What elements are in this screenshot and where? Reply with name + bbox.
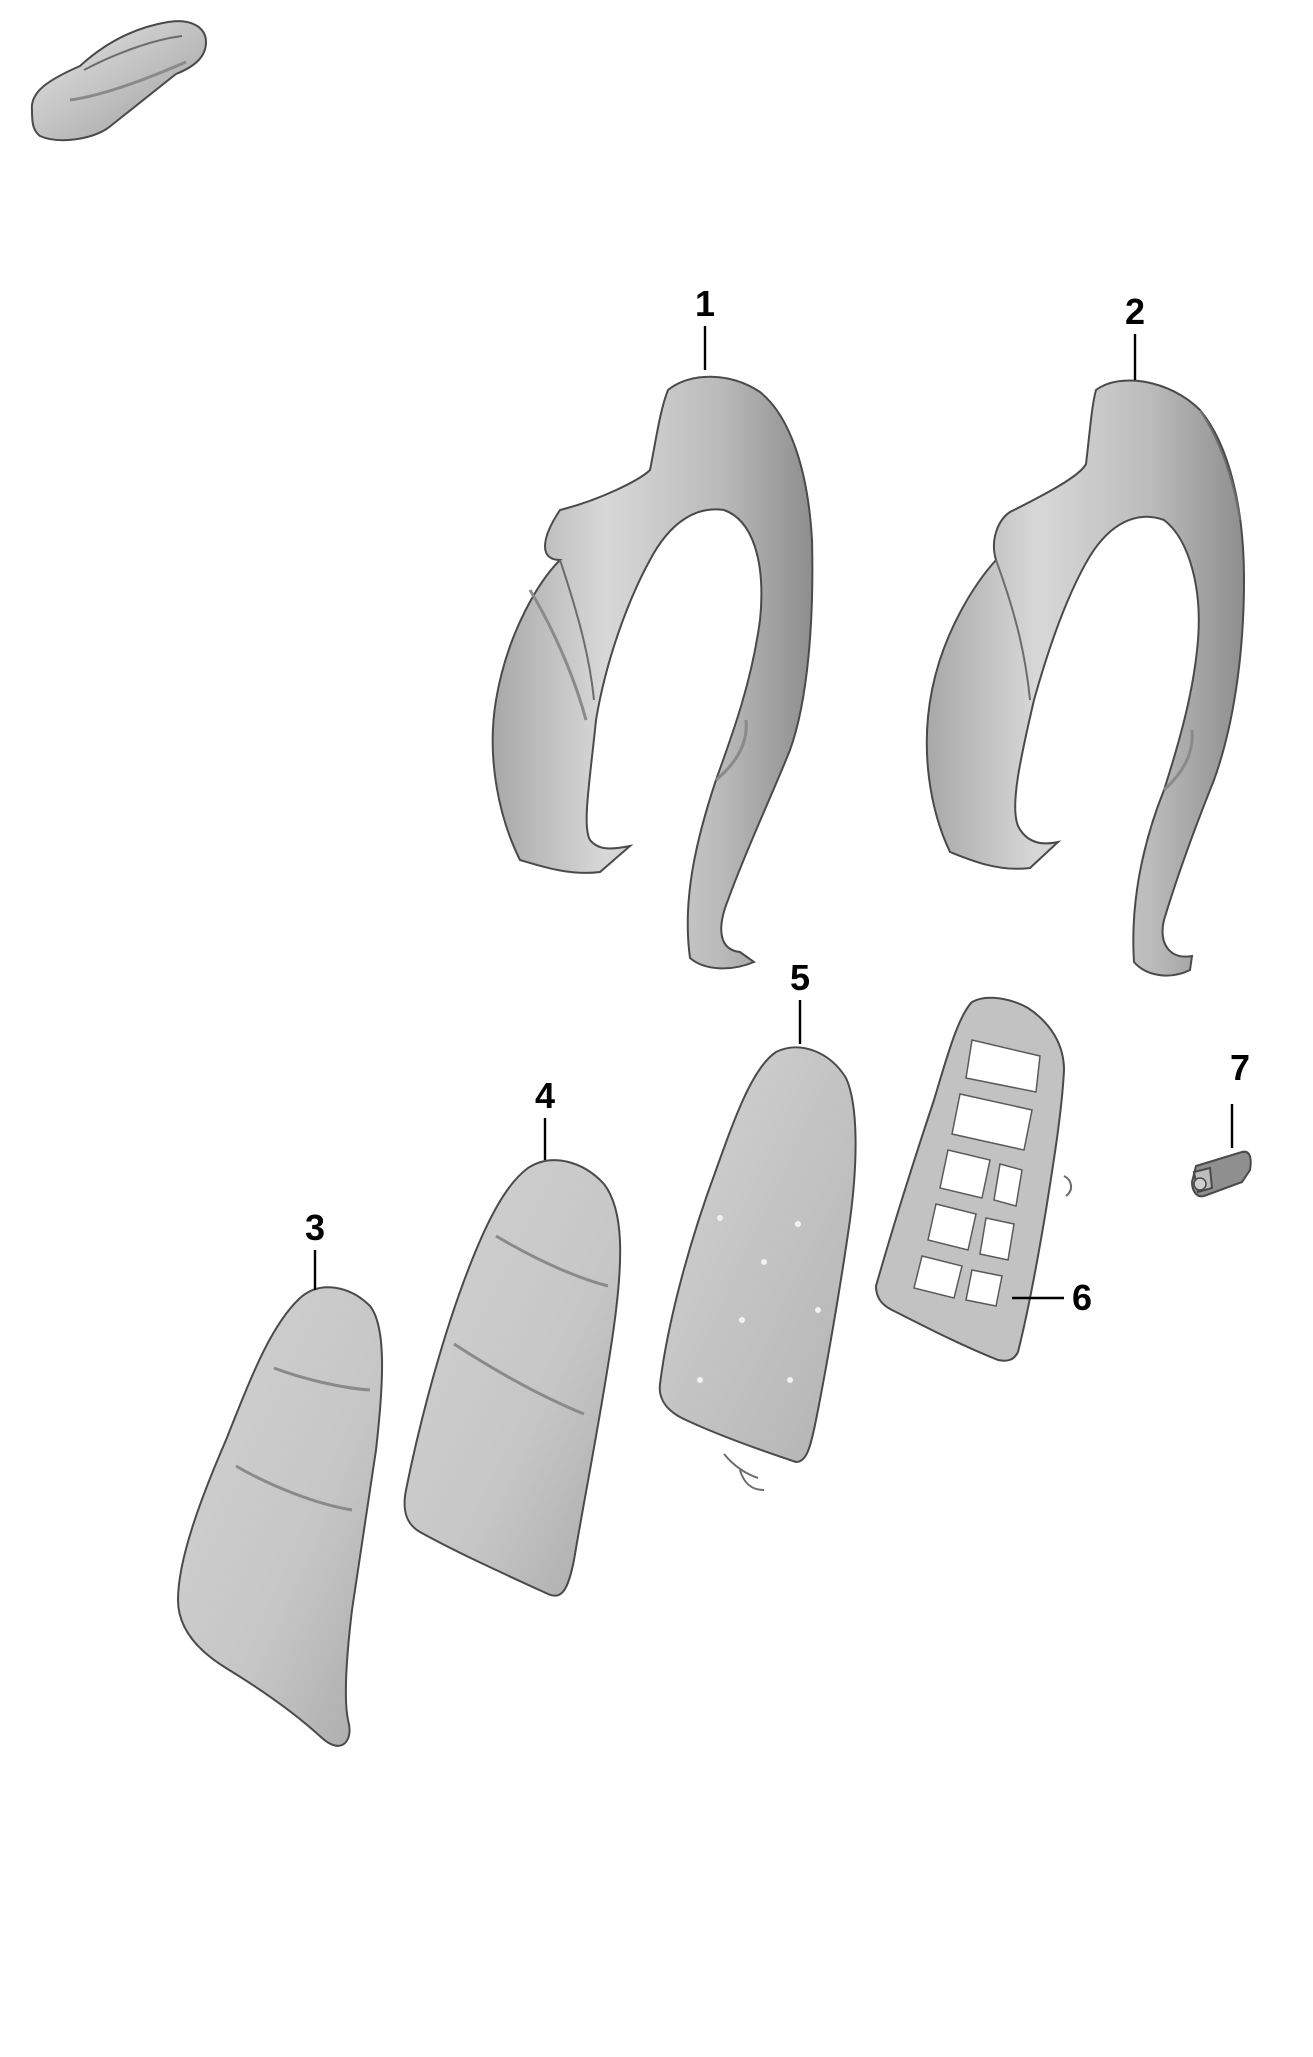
panel-cutouts: [913, 1039, 1041, 1307]
part-5-heating-mat[interactable]: [658, 1046, 857, 1491]
heating-wire-dots: [697, 1215, 821, 1383]
callout-6: 6: [1072, 1277, 1092, 1318]
callout-labels: 1 2 3 4 5 6 7: [305, 283, 1250, 1318]
part-1-backrest-side-frame[interactable]: [491, 375, 814, 970]
callout-leaders: [313, 326, 1234, 1300]
part-3-backrest-pad[interactable]: [176, 1286, 384, 1747]
vehicle-thumbnail-icon: [30, 20, 208, 142]
part-4-backrest-cushion[interactable]: [403, 1159, 622, 1597]
part-6-backrest-panel-frame[interactable]: [874, 996, 1072, 1362]
part-7-clip-connector[interactable]: [1190, 1150, 1252, 1198]
callout-7: 7: [1230, 1047, 1250, 1088]
callout-2: 2: [1125, 291, 1145, 332]
callout-5: 5: [790, 957, 810, 998]
callout-4: 4: [535, 1075, 555, 1116]
callout-1: 1: [695, 283, 715, 324]
callout-3: 3: [305, 1207, 325, 1248]
part-2-backrest-side-frame[interactable]: [925, 379, 1246, 977]
